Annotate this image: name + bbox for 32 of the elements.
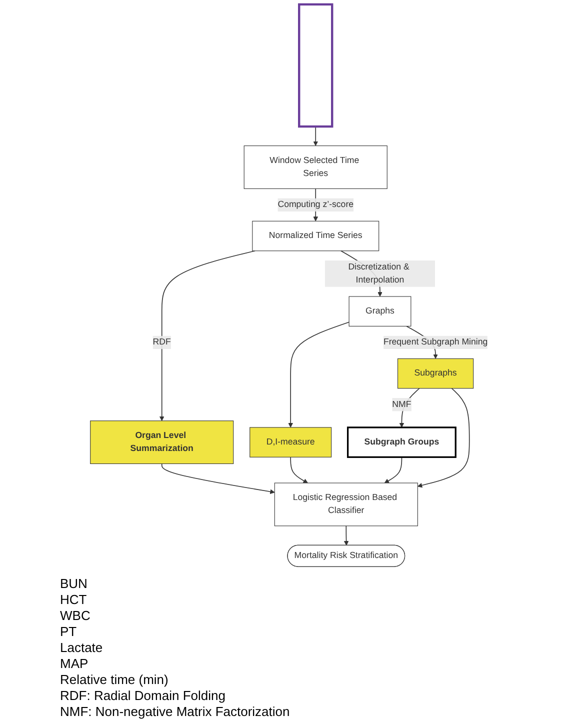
node-box: Subgraph Groups <box>346 426 456 458</box>
arrow <box>384 456 402 484</box>
node-box: Window Selected Time Series <box>244 146 388 189</box>
note-text: MAP <box>60 656 90 671</box>
arrow <box>417 388 470 488</box>
arrow <box>344 525 349 546</box>
note-text: RDF: Radial Domain Folding <box>60 688 226 703</box>
arrow <box>161 463 275 494</box>
note-text: Relative time (min) <box>60 672 170 687</box>
note-text: PT <box>60 624 78 639</box>
edge-label: Frequent Subgraph Mining <box>383 337 488 347</box>
node-box: Logistic Regression Based Classifier <box>274 482 418 526</box>
arrow <box>313 126 318 146</box>
arrow <box>290 456 308 484</box>
node-picture <box>298 3 334 128</box>
arrow <box>159 250 256 422</box>
edge-label: Discretization & Interpolation <box>348 262 410 285</box>
note-text: HCT <box>60 592 88 607</box>
edge-label: NMF <box>392 400 412 409</box>
node-box: Normalized Time Series <box>252 220 380 252</box>
arrow <box>288 322 350 428</box>
node-box: D,I-measure <box>250 427 332 458</box>
arrow <box>399 388 420 428</box>
note-text: Lactate <box>60 640 104 655</box>
node-box: Organ Level Summarization <box>90 420 234 464</box>
note-text: WBC <box>60 608 92 623</box>
note-text: BUN <box>60 576 88 591</box>
edge-label: RDF <box>152 337 171 347</box>
note-text: NMF: Non-negative Matrix Factorization <box>60 704 291 719</box>
node-box: Graphs <box>348 296 412 326</box>
node-box: Subgraphs <box>397 358 474 389</box>
edge-label: Computing z’-score <box>278 200 354 210</box>
